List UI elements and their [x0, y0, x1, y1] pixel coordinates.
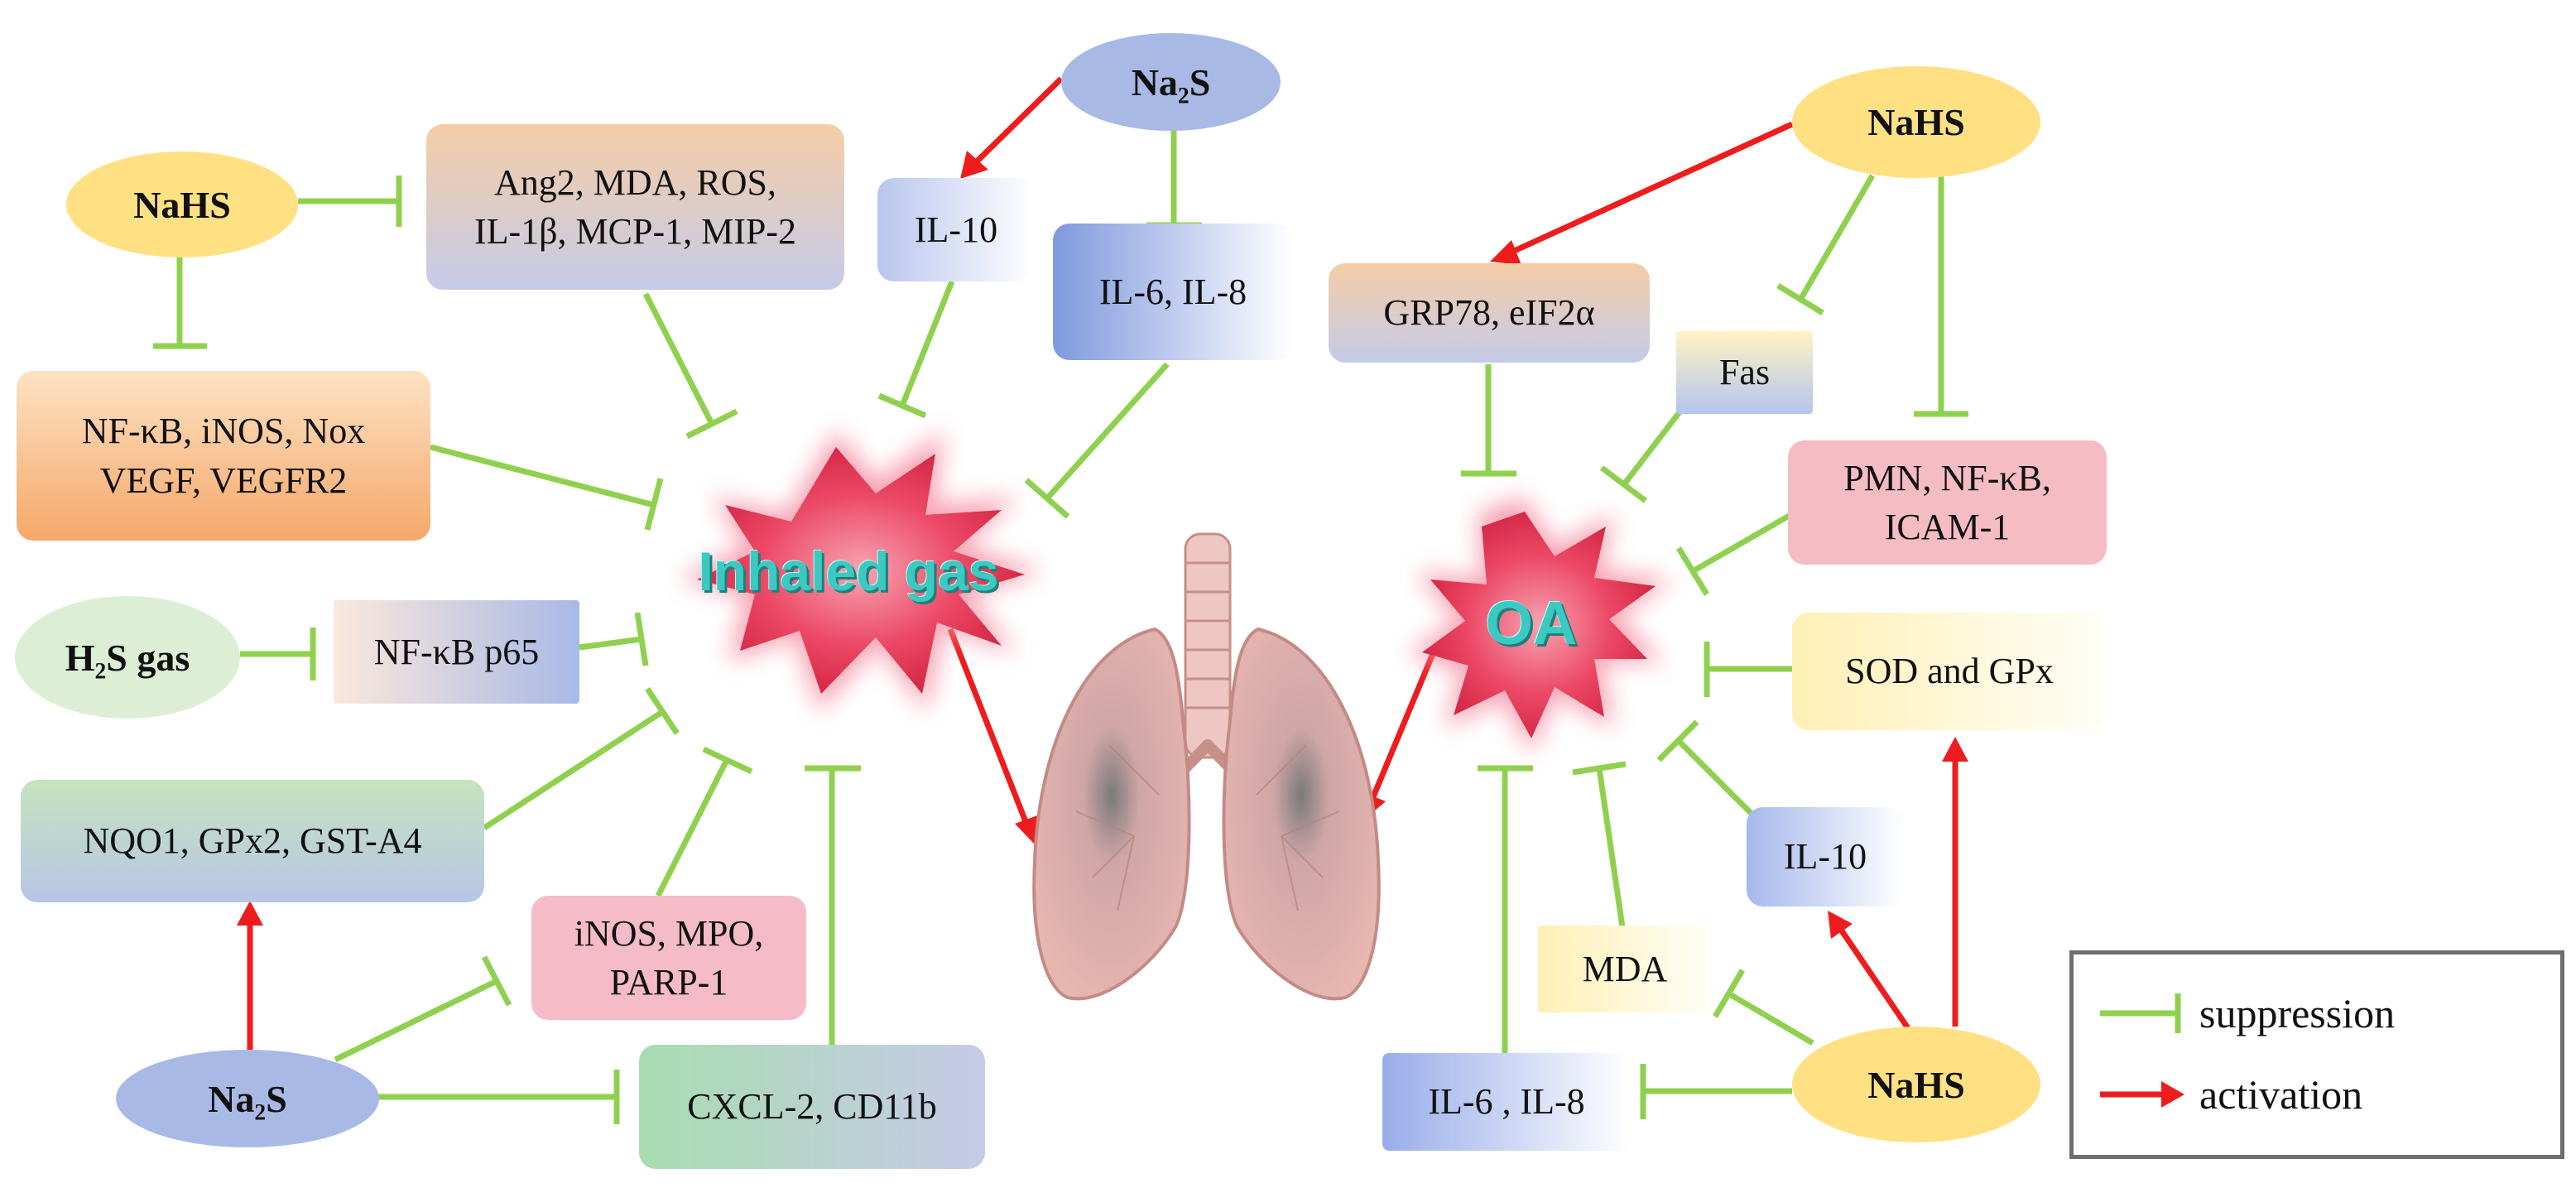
il6-il8-box-right: IL-6 , IL-8 [1382, 1053, 1631, 1151]
sod-gpx-box: SOD and GPx [1792, 613, 2107, 730]
legend-activation-label: activation [2199, 1071, 2363, 1118]
h2s-gas-oval: H₂S gas [15, 596, 240, 719]
mda-box: MDA [1538, 926, 1712, 1012]
nahs-oval-top-right: NaHS [1792, 66, 2040, 178]
na2s-oval-top: Na₂S [1061, 33, 1281, 131]
nahs-oval-bottom-right: NaHS [1792, 1027, 2040, 1142]
ang2-mda-ros-box: Ang2, MDA, ROS, IL-1β, MCP-1, MIP-2 [426, 124, 844, 290]
activation-arrow-icon [2100, 1081, 2184, 1108]
right-suppression-lines [1461, 174, 1968, 1119]
oa-label: OA [1485, 589, 1578, 657]
oa-burst [1407, 497, 1672, 753]
inos-mpo-parp1-box: iNOS, MPO, PARP-1 [531, 896, 806, 1020]
legend: suppression activation [2069, 950, 2564, 1159]
inhaled-gas-label: Inhaled gas [698, 541, 999, 602]
grp78-eif2a-box: GRP78, eIF2α [1329, 263, 1650, 363]
il6-il8-box-left: IL-6, IL-8 [1053, 224, 1293, 360]
nfkb-inos-nox-box: NF-κB, iNOS, Nox VEGF, VEGFR2 [17, 371, 430, 541]
il10-box-right: IL-10 [1747, 807, 1904, 906]
pmn-nfkb-icam1-box: PMN, NF-κB, ICAM-1 [1788, 440, 2107, 565]
na2s-oval-bottom: Na₂S [116, 1050, 379, 1147]
legend-suppression-label: suppression [2199, 990, 2396, 1036]
suppression-symbol-icon [2100, 993, 2181, 1033]
il10-box-left: IL-10 [877, 178, 1035, 281]
nqo1-gpx2-gsta4-box: NQO1, GPx2, GST-A4 [21, 780, 484, 902]
cxcl2-cd11b-box: CXCL-2, CD11b [639, 1045, 985, 1169]
nahs-oval-left: NaHS [66, 151, 298, 257]
inhaled-gas-burst [679, 430, 1043, 712]
legend-activation: activation [2097, 1070, 2362, 1118]
fas-box: Fas [1676, 331, 1813, 414]
nfkb-p65-box: NF-κB p65 [334, 600, 579, 704]
legend-suppression: suppression [2097, 989, 2395, 1037]
left-suppression-lines [153, 130, 1202, 1124]
lungs-illustration [1032, 532, 1381, 1001]
